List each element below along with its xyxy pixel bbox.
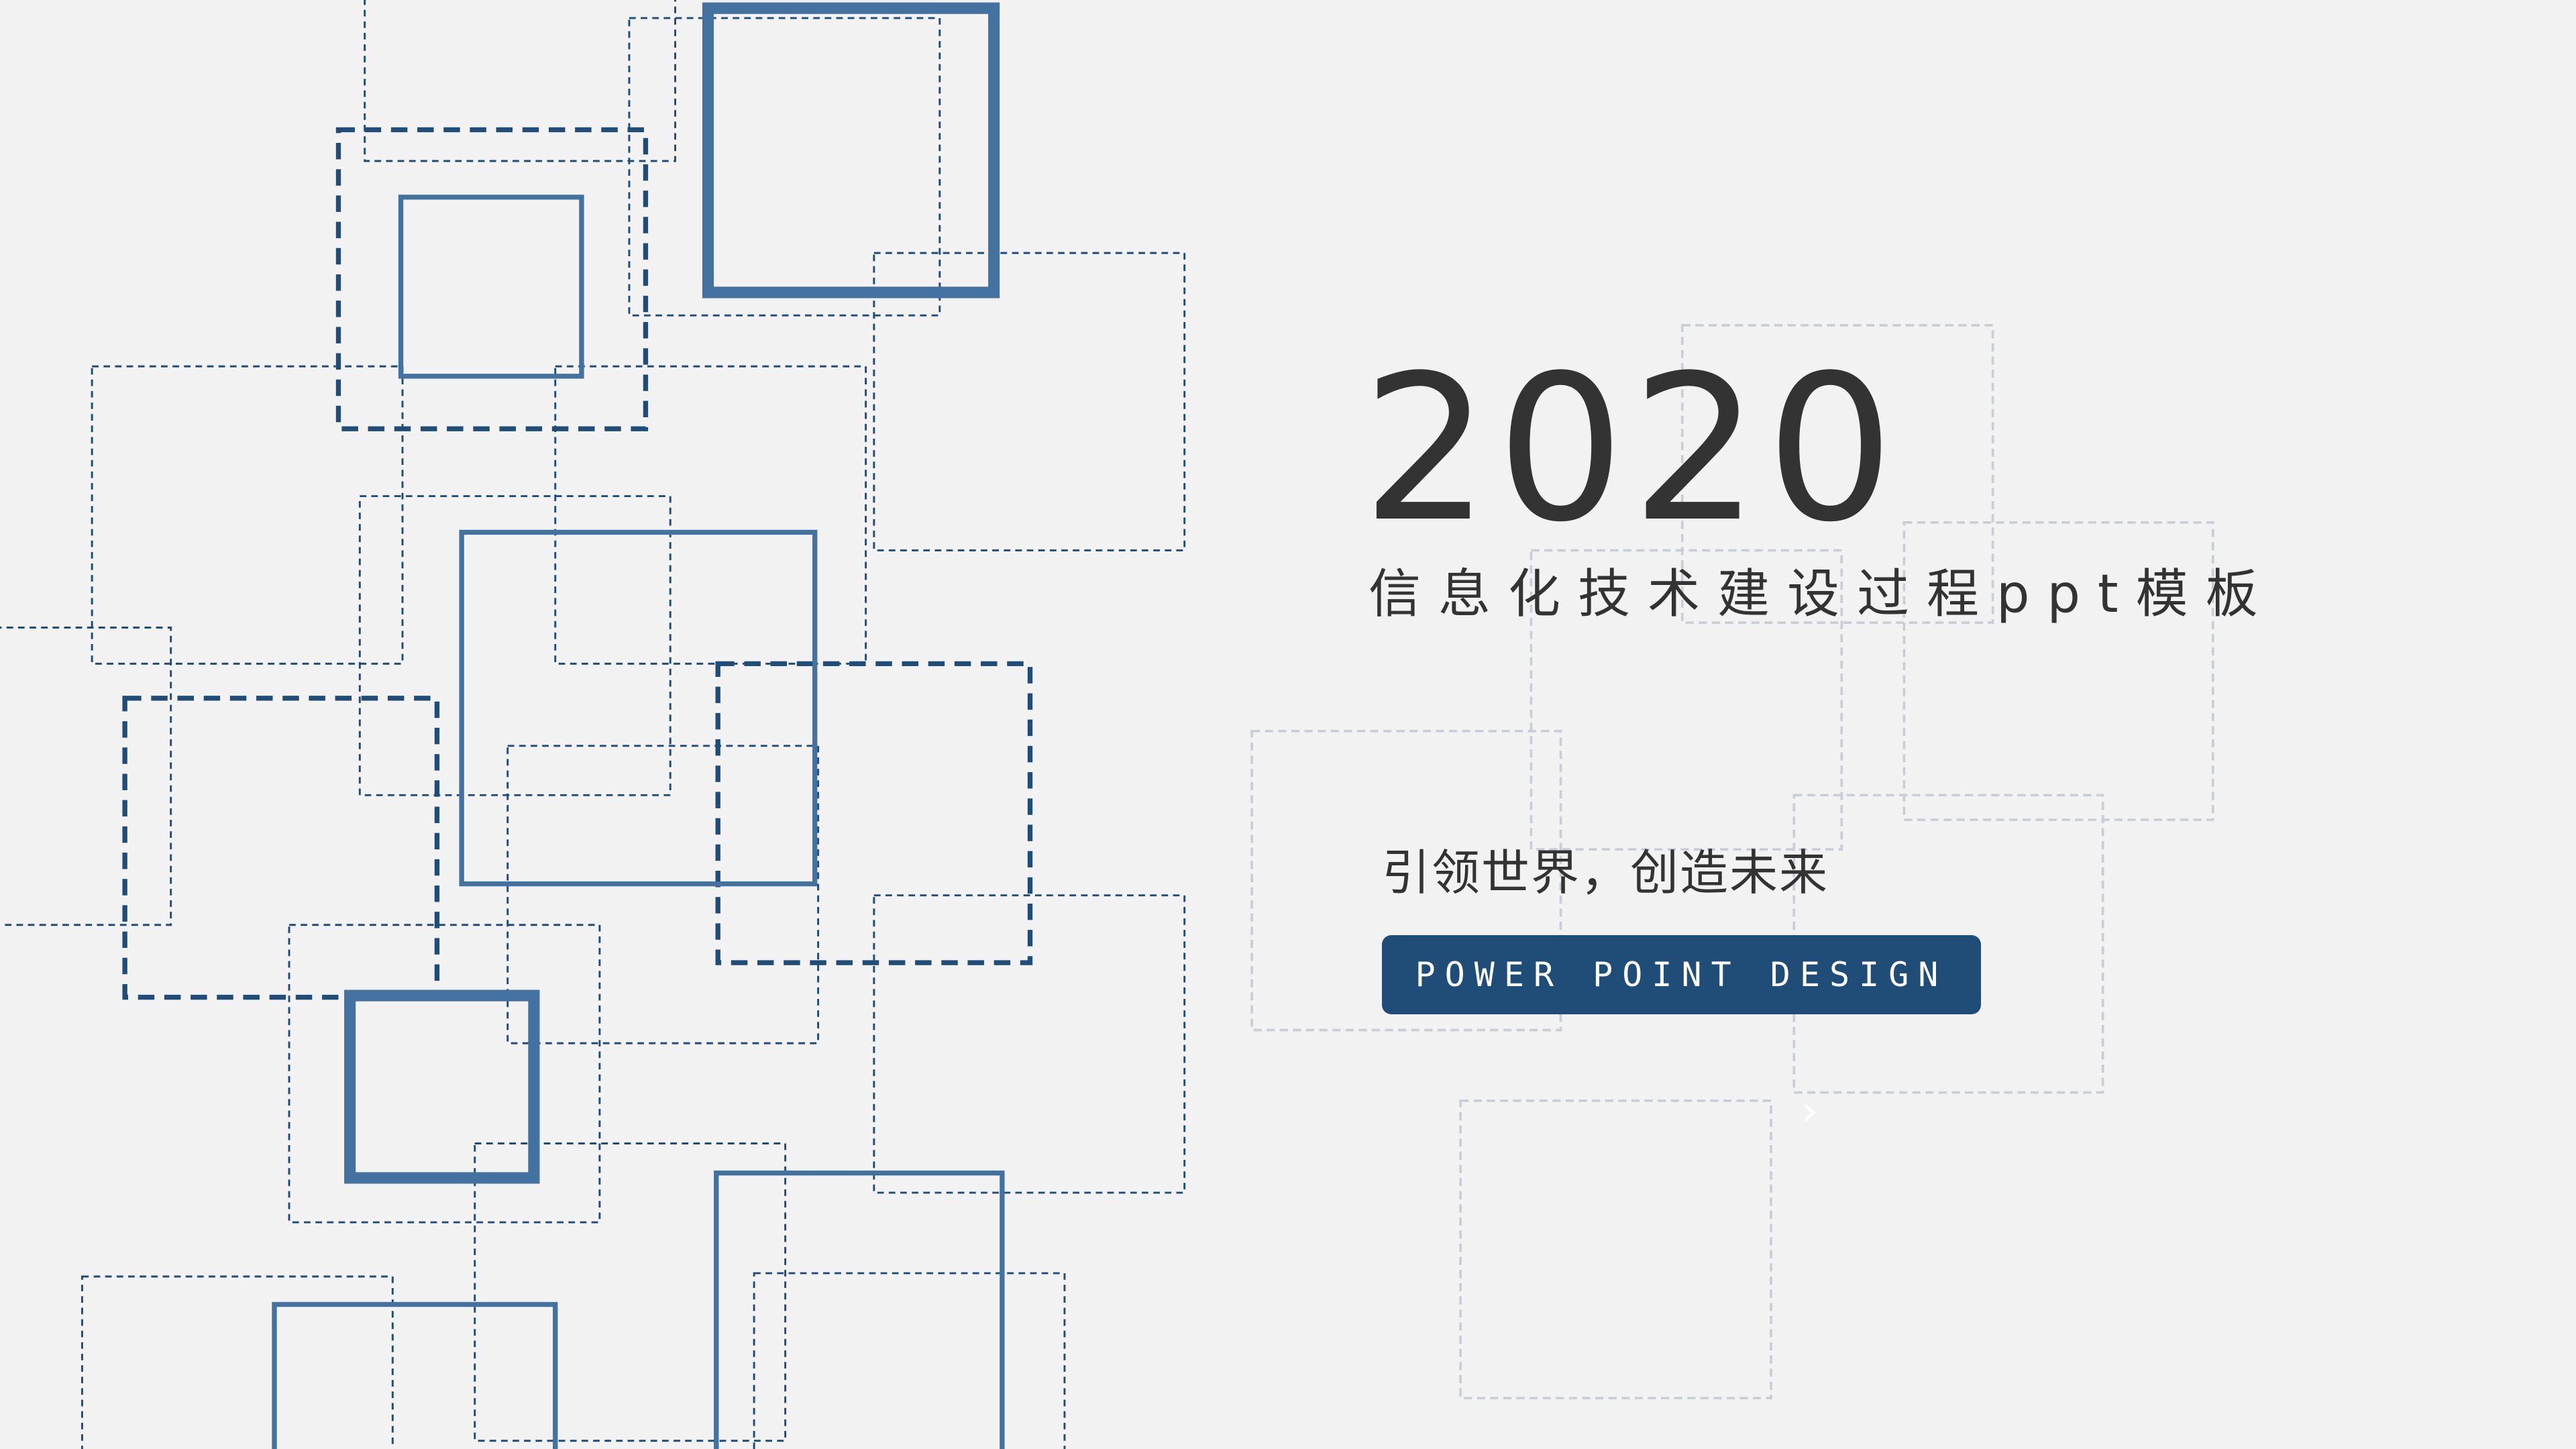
template-subtitle: 信息化技术建设过程ppt模板 (1368, 564, 2275, 625)
power-point-design-label: POWER POINT DESIGN (1415, 955, 1948, 994)
slogan-text: 引领世界，创造未来 (1382, 845, 1829, 901)
year-title: 2020 (1362, 332, 1901, 566)
chevron-right-icon[interactable]: › (1801, 1086, 1818, 1135)
power-point-design-button[interactable]: POWER POINT DESIGN (1382, 935, 1981, 1014)
